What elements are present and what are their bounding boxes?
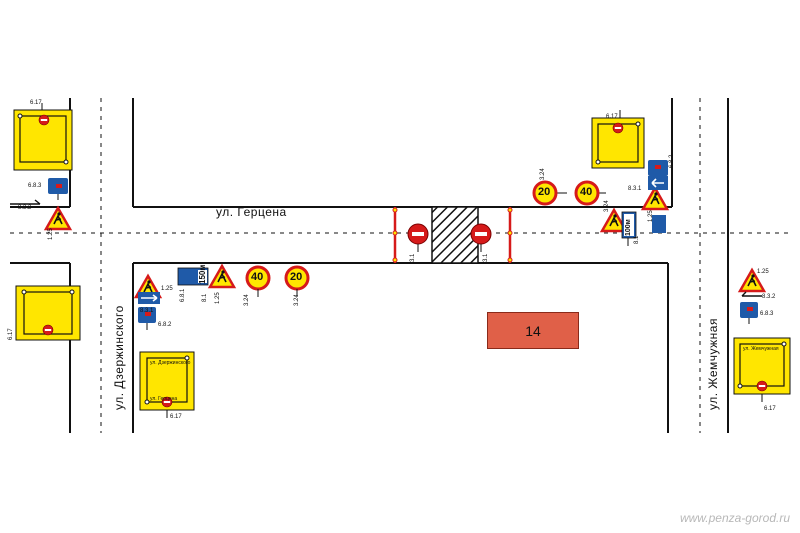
building-number: 14 [525,322,541,339]
code-6-8-2-top: 6.8.2 [669,154,675,168]
speed-40-value-top: 40 [580,186,593,198]
roadwork-sign-left [44,206,72,231]
arrow-plate-8-3-1-top [648,176,668,190]
code-3-24-bottom-b: 3.24 [294,294,300,306]
code-6-8-2: 6.8.2 [158,322,172,328]
speed-limit-sign-40-top [574,180,606,206]
work-zone [392,206,513,264]
speed-40-value-bottom: 40 [251,271,264,283]
speed-limit-sign-20-top [532,180,567,206]
code-1-25-dzerzhinsky: 1.25 [161,286,173,292]
code-6-8-3-right: 6.8.3 [760,311,774,317]
code-6-17-dzerzhinsky: 6.17 [170,414,182,420]
direction-plate-6-8-3-left [48,178,68,194]
detour-scheme-dzerzhinsky [139,351,195,418]
distance-150m-value: 150м [198,264,207,284]
code-3-24-top: 3.24 [540,168,546,180]
no-entry-sign-east [470,223,492,245]
sign-posts [57,194,750,330]
detour-scheme-top-right [591,110,645,169]
street-label-zhemchuzhnaya: ул. Жемчужная [706,318,720,410]
distance-100m-value: 100м [625,219,632,236]
code-1-25-bottom: 1.25 [215,292,221,304]
code-8-3-1-top: 8.3.1 [628,186,642,192]
code-8-3-1-bottom: 8.3.1 [140,308,154,314]
code-6-8-1: 6.8.1 [180,288,186,302]
code-3-24-bottom: 3.24 [244,294,250,306]
detour-scheme-zhemchuzhnaya [733,337,791,402]
watermark: www.penza-gorod.ru [679,511,790,525]
arrow-plate-8-3-1-bottom [138,292,160,304]
direction-plate-6-8-2 [138,307,156,323]
code-8-3-2-left: 8.3.2 [18,205,32,211]
street-label-herzen: ул. Герцена [216,205,287,219]
speed-limit-sign-40-bottom [245,265,271,297]
speed-20-value-top: 20 [538,186,551,198]
detour-panel-street-c: ул. Жемчужная [743,346,779,352]
code-6-17-top-left: 6.17 [30,100,42,106]
code-6-17-zhemchuzhnaya: 6.17 [764,406,776,412]
roadwork-sign-bottom [208,264,236,289]
building-14: 14 [487,312,579,349]
arrow-plate-8-3-2-right [741,291,762,297]
detour-scheme-top-left [13,103,73,171]
code-6-8-3-left: 6.8.3 [28,183,42,189]
speed-20-value-bottom: 20 [290,271,303,283]
code-8-1-bottom: 8.1 [202,293,208,302]
arrow-plate-8-3-2-left [10,199,41,205]
code-6-17-bottom-left: 6.17 [8,328,14,340]
code-1-25-zhemchuzhnaya: 1.25 [757,269,769,275]
roadwork-sign-corner [641,186,669,211]
code-3-1-west: 3.1 [410,253,416,262]
no-entry-sign-west [407,223,429,245]
detour-scheme-bottom-left [15,285,81,341]
direction-plate-6-8-3-right [740,302,758,318]
street-label-dzerzhinsky: ул. Дзержинского [112,305,126,410]
code-1-25-left: 1.25 [48,228,54,240]
detour-panel-street-a: ул. Дзержинского [150,360,191,366]
code-8-3-2-right: 8.3.2 [762,294,776,300]
speed-limit-sign-20-bottom [284,265,310,297]
info-plate-100m [621,211,637,239]
code-3-1-east: 3.1 [483,253,489,262]
code-8-1-top: 8.1 [634,235,640,244]
code-1-25-top-right: 1.25 [648,210,654,222]
direction-plate-6-8-2-top [648,160,668,176]
code-3-24-top-b: 3.24 [604,200,610,212]
detour-panel-street-b: ул. Герцена [150,396,178,402]
sign-6-17-small-right [652,215,666,233]
code-6-17-top-right: 6.17 [606,114,618,120]
info-plate-150m [177,267,209,286]
